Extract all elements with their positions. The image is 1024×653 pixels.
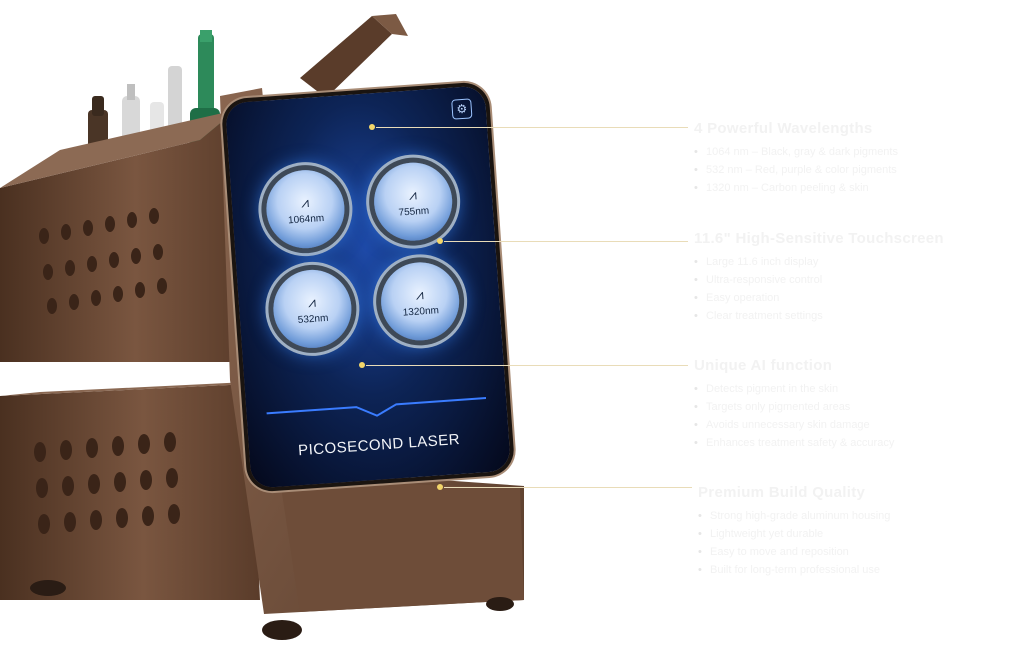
gear-icon[interactable]: ⚙ — [451, 98, 473, 120]
feature-bullet: Enhances treatment safety & accuracy — [694, 434, 894, 452]
feature-bullet: 532 nm – Red, purple & color pigments — [694, 161, 898, 179]
feature-wavelengths: 4 Powerful Wavelengths 1064 nm – Black, … — [694, 120, 898, 197]
lower-housing — [0, 380, 290, 600]
wavelength-button-1064[interactable]: ⩘ 1064nm — [263, 167, 348, 251]
feature-title: Unique AI function — [694, 357, 833, 374]
feature-title: 4 Powerful Wavelengths — [694, 120, 873, 137]
wavelength-label: 1064nm — [287, 212, 325, 226]
vent-holes-lower — [34, 432, 180, 534]
feature-bullet: Detects pigment in the skin — [694, 380, 894, 398]
feature-bullet: Clear treatment settings — [694, 307, 944, 325]
feature-bullet: 1064 nm – Black, gray & dark pigments — [694, 143, 898, 161]
leader-line-2 — [444, 241, 688, 242]
leader-dot-3 — [359, 362, 365, 368]
leader-line-4 — [444, 487, 692, 488]
chevron-decoration — [266, 397, 487, 417]
wavelength-button-1320[interactable]: ⩘ 1320nm — [378, 259, 462, 344]
wavelength-label: 1320nm — [402, 304, 440, 319]
feature-bullet: Easy operation — [694, 289, 944, 307]
feature-touchscreen: 11.6" High-Sensitive Touchscreen Large 1… — [694, 230, 944, 325]
leader-dot-2 — [437, 238, 443, 244]
waveform-icon: ⩘ — [300, 193, 310, 210]
feature-bullet: Easy to move and reposition — [698, 543, 890, 561]
feature-bullet: Ultra-responsive control — [694, 271, 944, 289]
upper-housing — [0, 110, 246, 362]
wavelength-label: 755nm — [398, 205, 430, 219]
feature-bullet: Avoids unnecessary skin damage — [694, 416, 894, 434]
vent-holes-upper — [39, 208, 167, 314]
feet — [30, 580, 514, 640]
leader-line-3 — [366, 365, 688, 366]
leader-line-1 — [376, 127, 688, 128]
leader-dot-4 — [437, 484, 443, 490]
wavelength-button-532[interactable]: ⩘ 532nm — [270, 267, 355, 351]
feature-bullet: Large 11.6 inch display — [694, 253, 944, 271]
feature-bullet: 1320 nm – Carbon peeling & skin — [694, 179, 898, 197]
feature-bullet: Built for long-term professional use — [698, 561, 890, 579]
feature-bullet: Lightweight yet durable — [698, 525, 890, 543]
brand-label: PICOSECOND LASER — [297, 430, 461, 460]
articulated-arm — [300, 14, 408, 98]
waveform-icon: ⩘ — [408, 185, 418, 203]
waveform-icon: ⩘ — [415, 285, 425, 303]
feature-title: Premium Build Quality — [698, 484, 866, 501]
leader-dot-1 — [369, 124, 375, 130]
touchscreen[interactable]: ⚙ ⩘ 1064nm ⩘ 755nm ⩘ 532nm ⩘ 1320nm PICO… — [224, 85, 512, 489]
waveform-icon: ⩘ — [307, 293, 317, 310]
feature-bullet: Strong high-grade aluminum housing — [698, 507, 890, 525]
feature-ai-function: Unique AI function Detects pigment in th… — [694, 357, 894, 452]
wavelength-button-755[interactable]: ⩘ 755nm — [371, 160, 455, 244]
feature-bullet: Targets only pigmented areas — [694, 398, 894, 416]
wavelength-label: 532nm — [297, 312, 329, 326]
feature-title: 11.6" High-Sensitive Touchscreen — [694, 230, 944, 247]
feature-build-quality: Premium Build Quality Strong high-grade … — [698, 484, 890, 579]
